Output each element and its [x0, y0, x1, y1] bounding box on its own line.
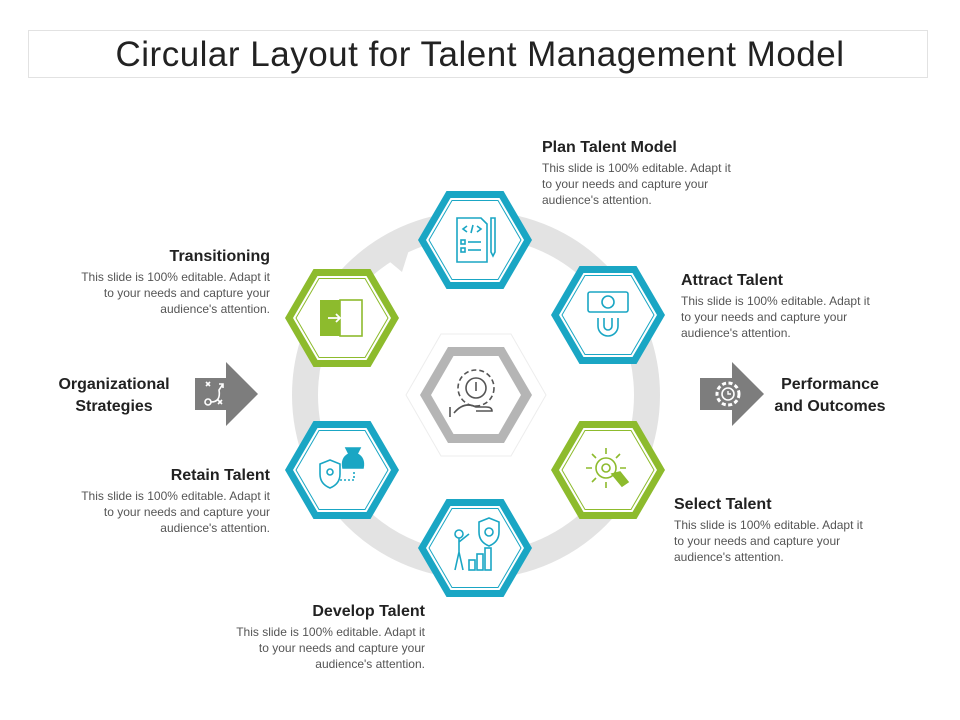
output-arrow	[700, 362, 764, 426]
page-title: Circular Layout for Talent Management Mo…	[0, 35, 960, 75]
document-code-icon	[456, 217, 496, 263]
step-plan-talent: Plan Talent Model This slide is 100% edi…	[542, 139, 742, 208]
step-description: This slide is 100% editable. Adapt it to…	[681, 294, 870, 340]
step-title: Select Talent	[674, 496, 772, 513]
center-hexagon	[405, 333, 547, 457]
step-description: This slide is 100% editable. Adapt it to…	[81, 270, 270, 316]
step-description: This slide is 100% editable. Adapt it to…	[542, 161, 731, 207]
step-description: This slide is 100% editable. Adapt it to…	[236, 625, 425, 671]
cycle-arrowhead	[378, 234, 414, 272]
door-exit-icon	[320, 299, 363, 337]
hexagon-attract-talent	[551, 266, 665, 364]
hexagon-plan-talent	[418, 191, 532, 289]
input-label: Organizational Strategies	[40, 374, 188, 418]
step-title: Transitioning	[169, 248, 270, 265]
step-transitioning: Transitioning This slide is 100% editabl…	[70, 248, 270, 317]
input-arrow	[195, 362, 258, 426]
hexagon-develop-talent	[418, 499, 532, 597]
output-label-line1: Performance	[781, 376, 879, 393]
input-label-line2: Strategies	[75, 398, 153, 415]
input-label-line1: Organizational	[58, 376, 170, 393]
hexagon-select-talent	[551, 421, 665, 519]
step-attract-talent: Attract Talent This slide is 100% editab…	[681, 272, 881, 341]
step-title: Plan Talent Model	[542, 139, 677, 156]
money-magnet-icon	[587, 291, 629, 337]
title-frame	[28, 30, 928, 78]
output-label-line2: and Outcomes	[774, 398, 886, 415]
step-description: This slide is 100% editable. Adapt it to…	[674, 518, 863, 564]
step-title: Develop Talent	[312, 603, 425, 620]
shield-money-icon	[319, 447, 365, 489]
step-select-talent: Select Talent This slide is 100% editabl…	[674, 496, 874, 565]
step-description: This slide is 100% editable. Adapt it to…	[81, 489, 270, 535]
gear-clock-icon	[715, 381, 741, 407]
strategy-icon	[204, 381, 224, 406]
output-label: Performance and Outcomes	[766, 374, 894, 418]
step-develop-talent: Develop Talent This slide is 100% editab…	[225, 603, 425, 672]
person-growth-icon	[454, 517, 500, 571]
hexagon-retain-talent	[285, 421, 399, 519]
step-retain-talent: Retain Talent This slide is 100% editabl…	[70, 467, 270, 536]
step-title: Attract Talent	[681, 272, 783, 289]
hexagon-transitioning	[285, 269, 399, 367]
gear-bulb-hand-icon	[449, 369, 495, 417]
target-hand-icon	[586, 448, 630, 488]
step-title: Retain Talent	[170, 467, 270, 484]
